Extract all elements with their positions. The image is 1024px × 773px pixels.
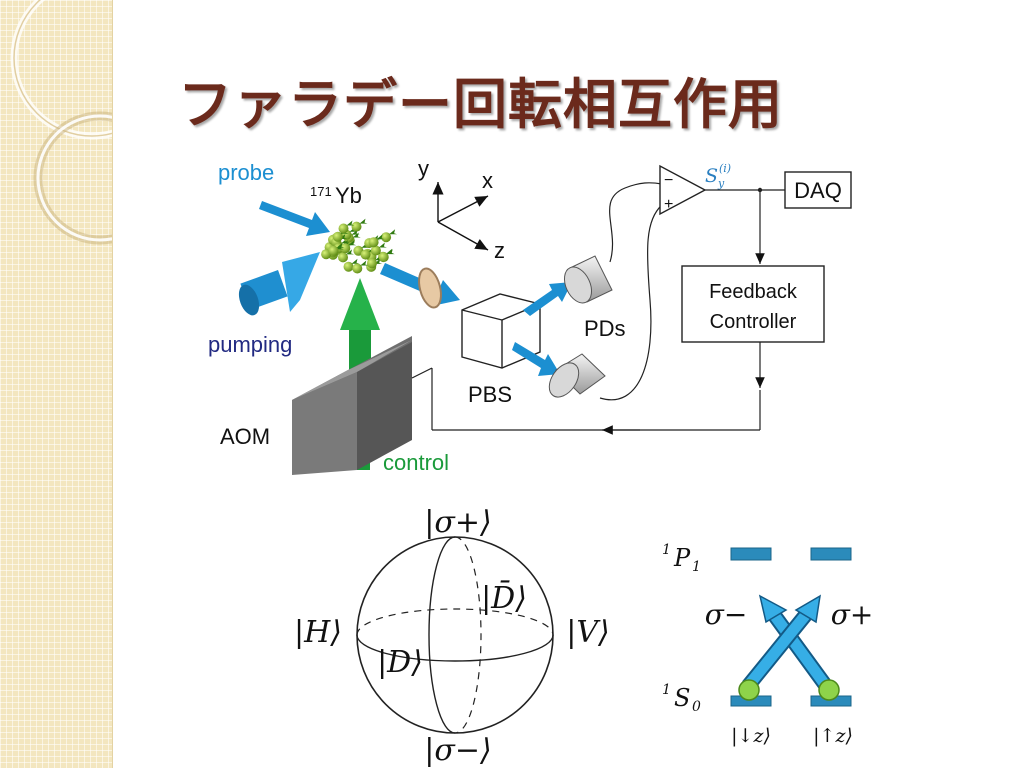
axis-z-label: z bbox=[494, 238, 505, 263]
atom-spin-arrow bbox=[359, 218, 368, 224]
beam-to-pd-upper bbox=[523, 282, 572, 316]
sigma-minus-label: σ− bbox=[705, 598, 748, 631]
waveplate bbox=[418, 267, 442, 309]
probe-label: probe bbox=[218, 160, 274, 185]
feedback-label-line2: Controller bbox=[710, 311, 797, 333]
population-down bbox=[738, 679, 760, 701]
ground-state-sub: 0 bbox=[692, 699, 701, 715]
atom bbox=[351, 221, 362, 232]
state-sigma-plus: |σ+⟩ bbox=[424, 505, 491, 540]
signal-superscript: (i) bbox=[719, 162, 731, 175]
atoms-symbol-label: Yb bbox=[335, 183, 362, 208]
atom-spin-arrow bbox=[386, 249, 395, 255]
equator-front bbox=[356, 634, 554, 662]
pumping-beam bbox=[238, 252, 320, 316]
state-d-bar: |D̄⟩ bbox=[481, 580, 527, 616]
excited-level-right bbox=[810, 547, 852, 561]
excited-level-left bbox=[730, 547, 772, 561]
equator-back bbox=[356, 608, 554, 636]
photodetector-upper bbox=[563, 255, 613, 304]
state-sigma-minus: |σ−⟩ bbox=[424, 733, 491, 768]
atom bbox=[340, 243, 351, 254]
photodetector-lower bbox=[548, 353, 606, 398]
feedback-line-to-aom bbox=[411, 367, 433, 379]
energy-level-diagram: 1 P 1 σ− σ+ 1 S 0 |↓z⟩ |↑z⟩ bbox=[662, 542, 874, 747]
population-up bbox=[818, 679, 840, 701]
pds-label: PDs bbox=[584, 316, 626, 341]
aom-box bbox=[292, 336, 412, 475]
atom bbox=[332, 231, 343, 242]
state-d: |D⟩ bbox=[377, 645, 423, 680]
atoms-mass-label: 171 bbox=[310, 184, 332, 199]
atom-spin-arrow bbox=[346, 249, 354, 255]
ground-state-sup: 1 bbox=[662, 682, 671, 698]
atom-spin-arrow bbox=[376, 234, 385, 240]
atom bbox=[378, 252, 389, 263]
atom bbox=[381, 232, 392, 243]
atom bbox=[352, 263, 363, 274]
beam-to-pd-lower bbox=[512, 342, 560, 376]
transition-sigma-plus bbox=[742, 594, 821, 691]
feedback-controller-box bbox=[681, 265, 825, 343]
probe-beam bbox=[259, 201, 330, 236]
atom-spin-arrow bbox=[336, 242, 345, 248]
signal-label: S bbox=[705, 165, 718, 187]
axis-x-label: x bbox=[482, 168, 493, 193]
atom-spin-arrow bbox=[360, 260, 369, 266]
excited-state-sub: 1 bbox=[692, 559, 701, 575]
coordinate-axes bbox=[432, 182, 489, 251]
atom bbox=[343, 261, 354, 272]
atom-spin-arrow bbox=[389, 229, 398, 235]
signal-subscript: y bbox=[717, 177, 725, 190]
slide-title: ファラデー回転相互作用 bbox=[178, 73, 783, 136]
daq-label: DAQ bbox=[794, 178, 842, 203]
state-h: |H⟩ bbox=[294, 615, 342, 650]
atom-spin-arrow bbox=[351, 258, 360, 264]
atom-spin-arrow bbox=[352, 232, 361, 238]
spin-up-label: |↑z⟩ bbox=[813, 725, 853, 747]
atom bbox=[328, 245, 339, 256]
control-label: control bbox=[383, 450, 449, 475]
atom bbox=[370, 245, 381, 256]
amplifier-plus: + bbox=[664, 196, 673, 213]
excited-state-base: P bbox=[673, 544, 691, 572]
atom-spin-arrow bbox=[348, 240, 357, 246]
transition-sigma-minus bbox=[758, 594, 833, 691]
sphere-outline bbox=[356, 536, 554, 734]
decorative-rings bbox=[10, 0, 174, 245]
aom-label: AOM bbox=[220, 424, 270, 449]
amplifier-minus: − bbox=[664, 172, 673, 189]
axis-y-label: y bbox=[418, 156, 429, 181]
poincare-sphere-diagram: |σ+⟩ |σ−⟩ |H⟩ |V⟩ |D⟩ |D̄⟩ bbox=[294, 505, 610, 768]
spin-down-label: |↓z⟩ bbox=[731, 725, 771, 747]
cable-upper bbox=[609, 182, 663, 263]
excited-state-sup: 1 bbox=[662, 542, 671, 558]
feedback-label-line1: Feedback bbox=[709, 281, 798, 303]
atom-spin-arrow bbox=[386, 248, 395, 254]
atom bbox=[367, 258, 377, 269]
meridian-front bbox=[428, 536, 456, 734]
cable-lower bbox=[599, 204, 663, 401]
atom-spin-arrow bbox=[378, 242, 387, 248]
atom bbox=[368, 237, 379, 248]
atom bbox=[338, 252, 348, 263]
sigma-plus-label: σ+ bbox=[831, 598, 874, 631]
differential-amplifier bbox=[659, 164, 707, 216]
pumping-label: pumping bbox=[208, 332, 292, 357]
atom-cloud bbox=[321, 218, 398, 274]
meridian-back bbox=[454, 536, 482, 734]
atom bbox=[338, 223, 349, 234]
daq-box bbox=[784, 171, 852, 209]
decorative-sidebar bbox=[0, 0, 174, 768]
ground-state-base: S bbox=[674, 684, 690, 712]
atom-spin-arrow bbox=[346, 220, 355, 226]
atom bbox=[360, 249, 371, 260]
state-v: |V⟩ bbox=[566, 615, 609, 650]
pbs-label: PBS bbox=[468, 382, 512, 407]
atom-spin-arrow bbox=[351, 229, 360, 235]
experimental-setup-diagram: probe pumping 171 Yb AOM control bbox=[208, 156, 852, 475]
